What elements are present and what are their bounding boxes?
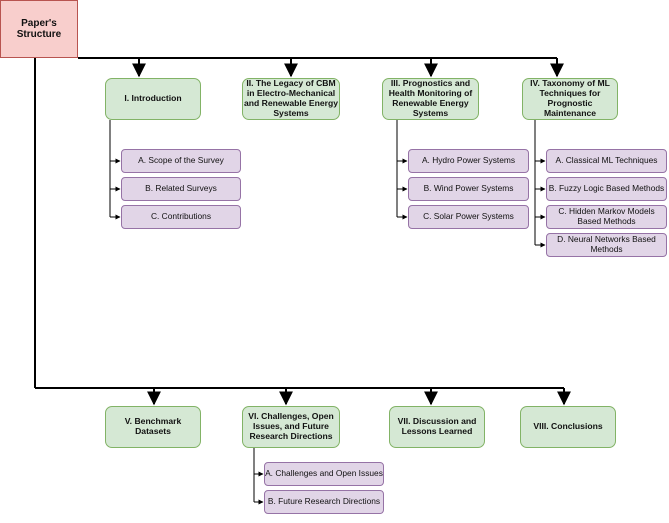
subsection-hidden-markov: C. Hidden Markov Models Based Methods bbox=[546, 205, 667, 229]
subsection-solar-power: C. Solar Power Systems bbox=[408, 205, 529, 229]
subsection-contributions: C. Contributions bbox=[121, 205, 241, 229]
section-benchmark-datasets: V. Benchmark Datasets bbox=[105, 406, 201, 448]
section-discussion-lessons: VII. Discussion and Lessons Learned bbox=[389, 406, 485, 448]
subsection-scope-of-survey: A. Scope of the Survey bbox=[121, 149, 241, 173]
subsection-wind-power: B. Wind Power Systems bbox=[408, 177, 529, 201]
subsection-related-surveys: B. Related Surveys bbox=[121, 177, 241, 201]
section-introduction: I. Introduction bbox=[105, 78, 201, 120]
subsection-classical-ml: A. Classical ML Techniques bbox=[546, 149, 667, 173]
section-challenges-open-issues: VI. Challenges, Open Issues, and Future … bbox=[242, 406, 340, 448]
subsection-fuzzy-logic: B. Fuzzy Logic Based Methods bbox=[546, 177, 667, 201]
subsection-future-research: B. Future Research Directions bbox=[264, 490, 384, 514]
section-prognostics-health-monitoring: III. Prognostics and Health Monitoring o… bbox=[382, 78, 479, 120]
subsection-neural-networks: D. Neural Networks Based Methods bbox=[546, 233, 667, 257]
section-legacy-cbm: II. The Legacy of CBM in Electro-Mechani… bbox=[242, 78, 340, 120]
section-taxonomy-ml: IV. Taxonomy of ML Techniques for Progno… bbox=[522, 78, 618, 120]
subsection-hydro-power: A. Hydro Power Systems bbox=[408, 149, 529, 173]
section-conclusions: VIII. Conclusions bbox=[520, 406, 616, 448]
root-node: Paper's Structure bbox=[0, 0, 78, 58]
subsection-challenges-open-issues: A. Challenges and Open Issues bbox=[264, 462, 384, 486]
